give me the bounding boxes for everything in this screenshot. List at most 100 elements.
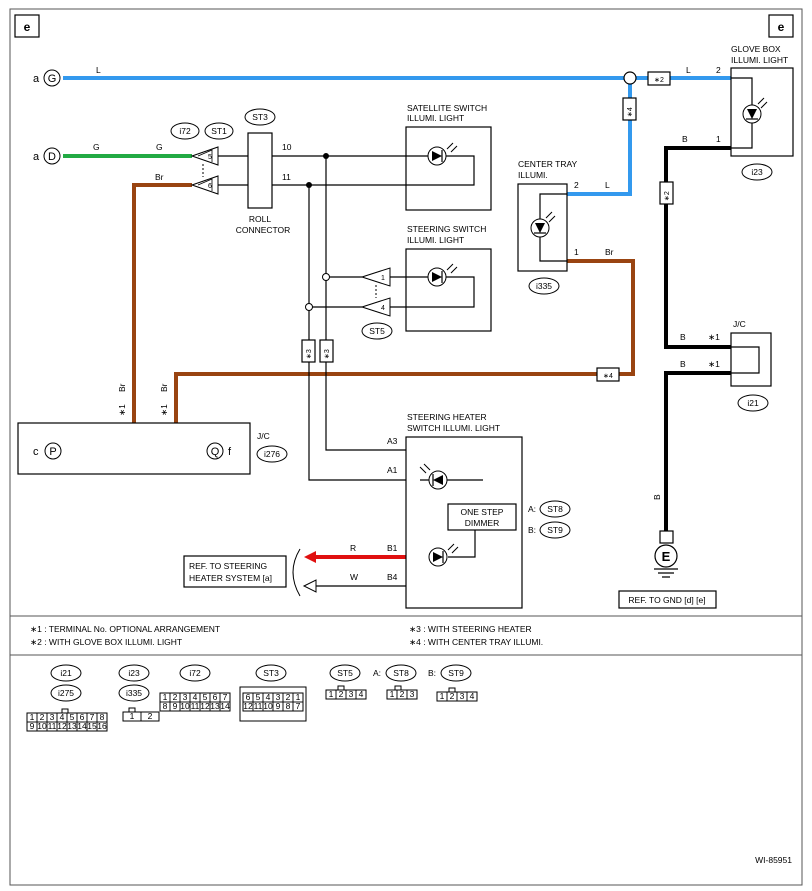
grid-st9-cell xyxy=(466,691,478,702)
red-arrow-icon xyxy=(304,551,316,563)
grid-st3-pin-label: 8 xyxy=(286,701,291,711)
grid-i21-pin-label: 3 xyxy=(50,712,55,722)
grid-i72-pin-label: 2 xyxy=(173,692,178,702)
steering-switch-label-1: STEERING SWITCH xyxy=(407,224,486,234)
wire-label-G-2: G xyxy=(156,142,163,152)
view-tag-i335 xyxy=(118,684,150,702)
port-g-letter: G xyxy=(48,73,57,85)
steering-switch-label-2: ILLUMI. LIGHT xyxy=(407,235,464,245)
grid-st3-pin-label: 11 xyxy=(254,701,263,711)
grid-st3-pin-label: 1 xyxy=(296,692,301,702)
white-arrow-icon xyxy=(302,579,317,593)
legend-note-4: ∗4 : WITH CENTER TRAY ILLUMI. xyxy=(409,637,543,647)
satellite-switch-box xyxy=(405,126,492,211)
wire-label-L-1: L xyxy=(96,65,101,75)
ref-gnd-label: REF. TO GND [d] [e] xyxy=(628,595,705,605)
ref-heater-label-1: REF. TO STEERING xyxy=(189,561,267,571)
pin-b4: B4 xyxy=(387,572,398,582)
ground-e-circle xyxy=(654,544,678,568)
pin-inner-6 xyxy=(197,178,213,191)
mark-s1-right: ∗1 xyxy=(159,404,169,416)
wire-black-ground xyxy=(664,371,733,532)
view-a-prefix: A: xyxy=(373,668,381,678)
page-tag-left xyxy=(14,14,40,38)
pin-st5-4: 4 xyxy=(381,305,385,312)
tag-st3 xyxy=(244,108,276,126)
satellite-led-triangle xyxy=(432,151,442,161)
grid-st3-pin-label: 10 xyxy=(263,701,273,711)
grid-st3-pin-label: 4 xyxy=(266,692,271,702)
view-tag-i21-label: i21 xyxy=(60,668,72,678)
wire-brown-center-tray xyxy=(174,259,635,423)
wire-label-Br-1: Br xyxy=(155,172,164,182)
grid-i72-cell xyxy=(219,701,231,712)
pin-glovebox-2: 2 xyxy=(716,65,721,75)
pin-inner-5 xyxy=(197,149,213,162)
grid-i21-pin-label: 12 xyxy=(57,721,67,731)
grid-st3-pin-label: 3 xyxy=(276,692,281,702)
view-tag-i23 xyxy=(118,664,150,682)
heater-switch-label-1: STEERING HEATER xyxy=(407,412,487,422)
grid-st5-pin-label: 1 xyxy=(329,689,334,699)
steering-led-triangle xyxy=(432,272,442,282)
grid-i72-pin-label: 1 xyxy=(163,692,168,702)
mark-s2-horiz: ∗2 xyxy=(654,77,664,84)
tag-st1-label: ST1 xyxy=(211,126,227,136)
grid-i72-pin-label: 14 xyxy=(220,701,230,711)
grid-i21-pin-label: 4 xyxy=(60,712,65,722)
joint-blue xyxy=(623,71,637,85)
glovebox-led-triangle xyxy=(747,109,757,119)
port-d-circle xyxy=(43,147,61,165)
port-a-top-prefix: a xyxy=(33,73,40,85)
page-tag-right-label: e xyxy=(778,20,785,34)
grid-i72-pin-label: 8 xyxy=(163,701,168,711)
glovebox-box xyxy=(730,67,794,157)
tag-i21-label: i21 xyxy=(747,398,759,408)
tag-st3-label: ST3 xyxy=(252,112,268,122)
view-tag-st9 xyxy=(440,664,472,682)
wire-label-L-2: L xyxy=(686,65,691,75)
pin-6: 6 xyxy=(208,183,212,190)
pin-11: 11 xyxy=(282,172,291,182)
joint-10 xyxy=(323,153,329,159)
page-tag-left-label: e xyxy=(24,20,31,34)
grid-i21-cell xyxy=(96,721,108,732)
grid-i21-pin-label: 11 xyxy=(48,721,57,731)
wire-black-glovebox xyxy=(664,146,750,349)
page-tag-right xyxy=(768,14,794,38)
grid-i21-pin-label: 8 xyxy=(100,712,105,722)
grid-st3-pin-label: 7 xyxy=(296,701,301,711)
joint-open-2 xyxy=(305,303,313,311)
tag-st9-label: ST9 xyxy=(547,525,563,535)
pin-shape-5 xyxy=(190,146,219,166)
jc-right-box xyxy=(730,332,772,387)
satellite-led-rays xyxy=(446,142,458,153)
mark-s4-vert-box xyxy=(622,97,637,121)
grid-i72-pin-label: 9 xyxy=(173,701,178,711)
grid-st5-pin-label: 4 xyxy=(359,689,364,699)
view-tag-i72 xyxy=(179,664,211,682)
grid-i21-pin-label: 5 xyxy=(70,712,75,722)
mark-s4-horiz-box xyxy=(596,367,620,382)
center-tray-label-2: ILLUMI. xyxy=(518,170,548,180)
heater-switch-label-2: SWITCH ILLUMI. LIGHT xyxy=(407,423,500,433)
mark-s1-left: ∗1 xyxy=(117,404,127,416)
tag-i72 xyxy=(170,122,200,140)
port-q-circle xyxy=(206,442,224,460)
wire-label-B-4: B xyxy=(652,494,662,500)
pin-glovebox-1: 1 xyxy=(716,134,721,144)
mark-s4-horiz: ∗4 xyxy=(603,373,613,380)
view-tag-i335-label: i335 xyxy=(126,688,142,698)
grid-i72-pin-label: 11 xyxy=(191,701,200,711)
grid-i23-cell xyxy=(140,711,160,722)
grid-st9-pin-label: 1 xyxy=(440,691,445,701)
page-frame xyxy=(9,8,803,886)
heater-led2-triangle xyxy=(433,552,443,562)
grid-i72-pin-label: 10 xyxy=(180,701,190,711)
pin-a1: A1 xyxy=(387,465,398,475)
